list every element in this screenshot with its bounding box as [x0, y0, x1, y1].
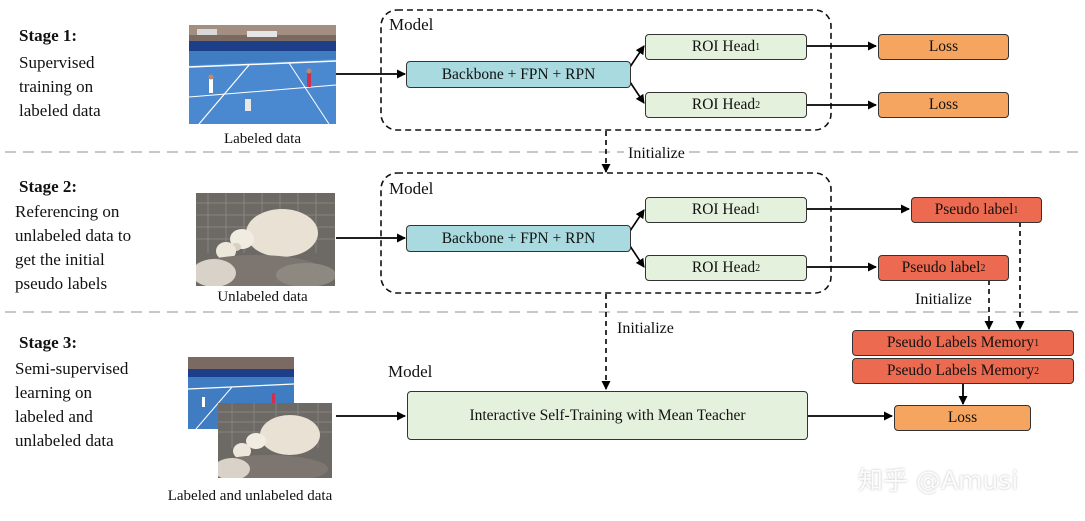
- initialize-label-3: Initialize: [912, 291, 975, 309]
- model-label-stage-2: Model: [389, 179, 434, 198]
- loss-label: Loss: [928, 38, 959, 55]
- arrow-backbone-to-roi2-s1: [629, 81, 645, 104]
- backbone-label: Backbone + FPN + RPN: [441, 65, 596, 83]
- arrow-backbone-to-roi1-s2: [629, 209, 645, 232]
- stage-2-description: Referencing on unlabeled data to get the…: [15, 202, 132, 293]
- stage-1-description: Supervised training on labeled data: [19, 53, 101, 120]
- subscript: 2: [980, 262, 986, 274]
- pseudo-label-text: Pseudo label: [901, 259, 981, 276]
- model-label-stage-1: Model: [389, 15, 434, 34]
- loss-1-stage-1: Loss: [878, 34, 1009, 60]
- arrow-backbone-to-roi2-s2: [629, 245, 645, 268]
- roi-head-label: ROI Head: [691, 201, 756, 218]
- backbone-box-stage-2: Backbone + FPN + RPN: [406, 225, 631, 252]
- stage-1-image-caption: Labeled data: [223, 131, 302, 147]
- initialize-label-2: Initialize: [614, 320, 677, 338]
- memory-label-text: Pseudo Labels Memory: [886, 362, 1035, 379]
- loss-label: Loss: [947, 409, 978, 426]
- stage-3-title: Stage 3:: [19, 333, 78, 352]
- backbone-label: Backbone + FPN + RPN: [441, 229, 596, 247]
- watermark: 知乎 @Amusi: [858, 466, 1019, 495]
- stage-3-description: Semi-supervised learning on labeled and …: [15, 359, 129, 450]
- interactive-self-training-box: Interactive Self-Training with Mean Teac…: [407, 391, 808, 440]
- stage-2-image-caption: Unlabeled data: [217, 289, 308, 305]
- roi-head-label: ROI Head: [691, 38, 756, 55]
- roi-head-label: ROI Head: [691, 96, 756, 113]
- subscript: 1: [1034, 337, 1040, 349]
- model-label-stage-3: Model: [388, 362, 433, 381]
- pseudo-label-text: Pseudo label: [934, 201, 1014, 218]
- initialize-label-1: Initialize: [624, 145, 689, 163]
- stage-2-title: Stage 2:: [19, 177, 78, 196]
- model-frame-stage-2: [380, 172, 832, 294]
- backbone-box-stage-1: Backbone + FPN + RPN: [406, 61, 631, 88]
- subscript: 1: [755, 204, 761, 216]
- subscript: 2: [755, 99, 761, 111]
- stage-3-image-caption: Labeled and unlabeled data: [167, 488, 333, 504]
- subscript: 2: [1034, 365, 1040, 377]
- subscript: 1: [755, 41, 761, 53]
- arrow-backbone-to-roi1-s1: [629, 45, 645, 68]
- interactive-label: Interactive Self-Training with Mean Teac…: [469, 406, 746, 424]
- tennis-image: [189, 25, 336, 124]
- memory-label-text: Pseudo Labels Memory: [886, 334, 1035, 351]
- loss-stage-3: Loss: [894, 405, 1031, 431]
- subscript: 1: [1013, 204, 1019, 216]
- stage-1-title: Stage 1:: [19, 26, 78, 45]
- subscript: 2: [755, 262, 761, 274]
- unlabeled-sheep-image: [218, 403, 332, 478]
- model-frame-stage-1: [380, 9, 832, 131]
- sheep-image: [196, 193, 335, 286]
- loss-label: Loss: [928, 96, 959, 113]
- roi-head-label: ROI Head: [691, 259, 756, 276]
- loss-2-stage-1: Loss: [878, 92, 1009, 118]
